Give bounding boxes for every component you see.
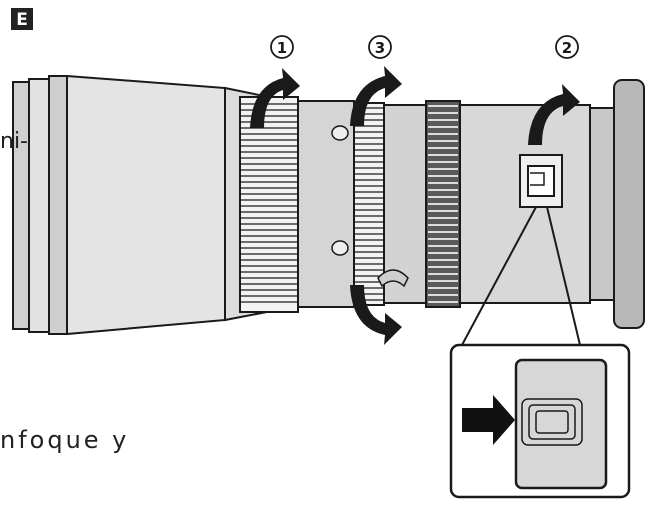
front-ring-3 [48, 75, 68, 335]
screw-icon [331, 125, 349, 141]
callout-two-label: 2 [562, 39, 572, 57]
section-badge: E [11, 8, 33, 30]
rotate-arrow-icon [350, 66, 402, 126]
slide-right-arrow-icon [462, 395, 515, 445]
inset-leader [461, 206, 581, 346]
section-badge-label: E [16, 10, 28, 30]
rotate-arrow-icon [250, 68, 300, 128]
focus-ring-ribs [428, 105, 458, 303]
mount-flange [613, 79, 645, 329]
front-ring [12, 81, 30, 330]
zoom-ring [239, 96, 299, 313]
zoom-ring-grip [241, 103, 297, 303]
switch-inset [449, 343, 631, 499]
screw-icons [331, 125, 409, 288]
callout-two: 2 [555, 35, 579, 59]
text-fragment-bottom: nfoque y [0, 426, 130, 454]
mount-ring [589, 107, 615, 301]
text-fragment-top: ni- [0, 129, 28, 154]
callout-one: 1 [270, 35, 294, 59]
lock-knob-icon [377, 269, 409, 288]
screw-icon [331, 240, 349, 256]
rotation-arrows [250, 66, 580, 345]
callout-three-label: 3 [375, 39, 385, 57]
focus-switch [519, 154, 563, 208]
rotate-arrow-icon [528, 84, 580, 145]
front-ring-2 [28, 78, 50, 333]
callout-one-label: 1 [277, 39, 287, 57]
tripod-ring-grip [355, 107, 383, 301]
switch-slider-icon [521, 398, 583, 446]
callout-three: 3 [368, 35, 392, 59]
rotate-arrow-icon [350, 285, 402, 345]
lens-hood [66, 74, 226, 336]
